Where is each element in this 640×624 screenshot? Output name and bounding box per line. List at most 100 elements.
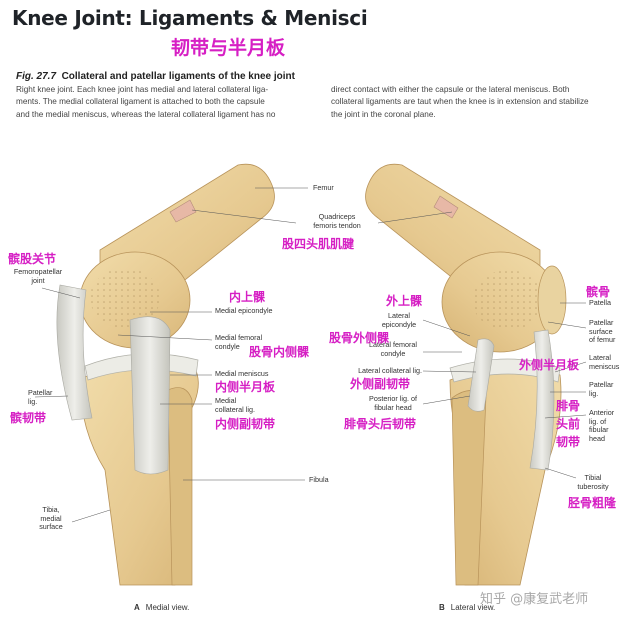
label-femoropatellar: Femoropatellar joint: [4, 267, 72, 285]
cn-medial-collateral: 内侧副韧带: [215, 417, 276, 431]
label-line: fibular: [589, 425, 609, 435]
label-line: Lateral femoral: [369, 340, 417, 349]
label-line: Lateral: [388, 311, 410, 320]
label-line: Posterior lig. of: [369, 394, 417, 403]
label-line: Tibia,: [42, 505, 60, 514]
patella-right: [537, 265, 567, 335]
page-title: Knee Joint: Ligaments & Menisci: [12, 6, 368, 30]
label-patellar-surface: Patellar surface of femur: [589, 318, 616, 345]
label-line: Medial femoral: [215, 333, 263, 342]
label-anterior-fibular: Anterior lig. of fibular head: [589, 408, 615, 443]
label-patellar-lig-left: Patellar lig.: [28, 388, 53, 406]
cn-lateral-meniscus: 外侧半月板: [519, 358, 580, 372]
cn-femoropatellar: 髌股关节: [8, 252, 57, 266]
lateral-collateral-lig: [467, 338, 495, 412]
label-line: Quadriceps: [318, 212, 356, 221]
label-medial-femoral-condyle: Medial femoral condyle: [215, 333, 263, 351]
watermark: 知乎 @康复武老师: [480, 592, 589, 607]
label-patellar-lig-right: Patellar lig.: [589, 380, 614, 398]
label-line: collateral lig.: [215, 404, 255, 414]
label-lateral-epicondyle: Lateral epicondyle: [376, 311, 422, 329]
label-femur: Femur: [313, 183, 334, 192]
label-line: medial: [40, 513, 62, 523]
leader-lines: [34, 187, 587, 523]
label-line: of femur: [589, 335, 616, 345]
fibula-left: [167, 387, 193, 586]
label-line: tuberosity: [577, 481, 609, 491]
label-line: head: [589, 433, 605, 443]
label-line: femoris tendon: [313, 220, 361, 230]
figure-title: Fig. 27.7 Collateral and patellar ligame…: [16, 71, 295, 82]
label-line: surface: [589, 326, 613, 336]
cn-medial-femoral-condyle: 股骨内侧髁: [249, 345, 310, 359]
label-tibial-tuberosity: Tibial tuberosity: [568, 473, 618, 491]
label-lateral-meniscus: Lateral meniscus: [589, 353, 620, 371]
label-medial-epicondyle: Medial epicondyle: [215, 306, 273, 315]
caption-line: collateral ligaments are taut when the k…: [331, 97, 589, 107]
label-line: condyle: [380, 348, 406, 358]
label-posterior-fibular: Posterior lig. of fibular head: [362, 394, 424, 412]
label-patella: Patella: [589, 298, 611, 307]
label-line: Patellar: [589, 318, 614, 327]
label-quadriceps: Quadriceps femoris tendon: [297, 212, 377, 230]
cn-lateral-epicondyle: 外上髁: [386, 294, 423, 308]
caption-line: the joint in the coronal plane.: [331, 109, 436, 119]
caption-left: Right knee joint. Each knee joint has me…: [16, 84, 326, 121]
cn-line: 头前: [556, 417, 581, 431]
label-line: Femoropatellar: [13, 267, 63, 276]
lateral-view-knee: [365, 163, 567, 586]
cn-lateral-femoral-condyle: 股骨外侧髁: [329, 331, 390, 345]
view-caption-b: B Lateral view.: [439, 603, 495, 612]
view-text: Lateral view.: [450, 603, 496, 612]
caption-line: Right knee joint. Each knee joint has me…: [16, 85, 269, 94]
view-letter: B: [439, 603, 445, 612]
label-line: Lateral: [589, 353, 611, 362]
medial-collateral-lig: [129, 316, 171, 475]
label-line: surface: [39, 522, 63, 532]
view-letter: A: [134, 603, 140, 612]
label-line: Tibial: [584, 473, 602, 482]
label-line: fibular head: [374, 402, 412, 412]
cn-line: 韧带: [556, 435, 581, 449]
figure-number: Fig. 27.7: [16, 71, 57, 82]
label-lateral-femoral-condyle: Lateral femoral condyle: [362, 340, 424, 358]
caption-line: ments. The medial collateral ligament is…: [16, 97, 265, 107]
caption-right: direct contact with either the capsule o…: [331, 84, 631, 121]
cn-anterior-fibular: 腓骨 头前 韧带: [556, 397, 580, 451]
label-line: Patellar: [589, 380, 614, 389]
cn-quadriceps: 股四头肌肌腱: [282, 237, 355, 251]
label-line: Medial: [215, 396, 237, 405]
label-line: Anterior: [589, 408, 615, 417]
cn-medial-epicondyle: 内上髁: [229, 290, 266, 304]
cn-line: 腓骨: [556, 399, 581, 413]
label-line: epicondyle: [381, 319, 417, 329]
cn-medial-meniscus: 内侧半月板: [215, 380, 276, 394]
label-medial-collateral: Medial collateral lig.: [215, 396, 255, 414]
label-lateral-collateral: Lateral collateral lig.: [358, 366, 422, 375]
figure-title-text: Collateral and patellar ligaments of the…: [61, 71, 295, 82]
patellar-lig-right: [529, 329, 555, 471]
label-line: lig.: [589, 388, 599, 398]
cn-posterior-fibular: 腓骨头后韧带: [344, 417, 417, 431]
page-title-cn: 韧带与半月板: [171, 37, 286, 59]
label-line: meniscus: [589, 361, 620, 371]
label-line: Patellar: [28, 388, 53, 397]
view-text: Medial view.: [145, 603, 190, 612]
quadriceps-tendon-left: [169, 199, 197, 223]
cn-lateral-collateral: 外侧副韧带: [350, 377, 411, 391]
caption-line: and the medial meniscus, whereas the lat…: [16, 109, 276, 119]
quadriceps-tendon-right: [433, 195, 459, 219]
label-fibula: Fibula: [309, 475, 329, 484]
label-tibia: Tibia, medial surface: [26, 505, 76, 532]
view-caption-a: A Medial view.: [134, 603, 189, 612]
label-line: lig. of: [589, 416, 607, 426]
caption-line: direct contact with either the capsule o…: [331, 85, 570, 94]
label-line: condyle: [215, 341, 240, 351]
label-line: lig.: [28, 396, 38, 406]
label-line: joint: [31, 275, 45, 285]
cn-tibial-tuberosity: 胫骨粗隆: [568, 496, 617, 510]
label-medial-meniscus: Medial meniscus: [215, 369, 269, 378]
cn-patella: 髌骨: [586, 285, 611, 299]
patellar-lig-left: [56, 284, 93, 421]
